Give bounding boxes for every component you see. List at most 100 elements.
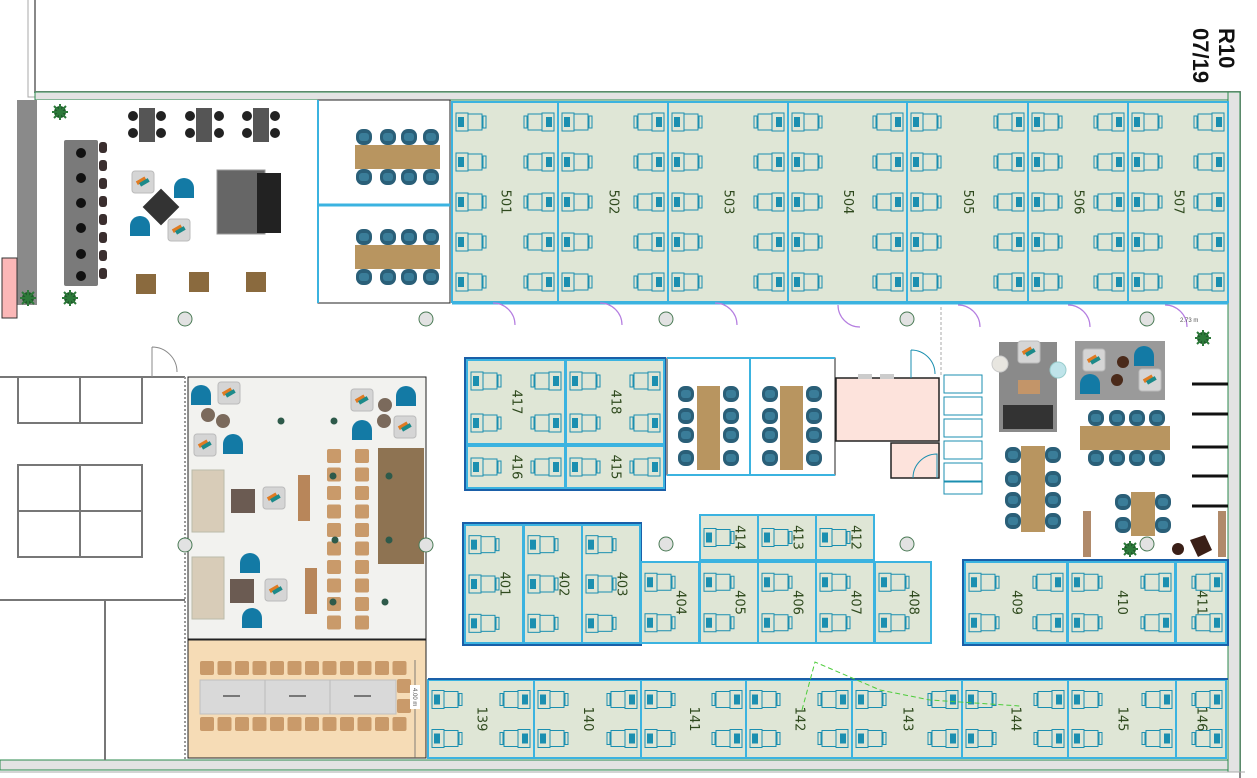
- office-139[interactable]: 139: [427, 679, 535, 759]
- office-floor: [851, 679, 963, 759]
- office-403[interactable]: 403: [581, 524, 641, 644]
- conference-chair-icon: [217, 661, 232, 675]
- office-414[interactable]: 414: [699, 514, 759, 561]
- room-label-412: 412: [848, 525, 863, 550]
- office-141[interactable]: 141: [640, 679, 747, 759]
- office-floor: [874, 561, 932, 644]
- conference-chair-icon: [340, 661, 354, 675]
- office-505[interactable]: 505: [906, 101, 1029, 303]
- office-506[interactable]: 506: [1027, 101, 1129, 303]
- stool-icon: [355, 541, 369, 556]
- room-label-144: 144: [1008, 707, 1023, 732]
- office-502[interactable]: 502: [557, 101, 669, 303]
- office-floor: [533, 679, 642, 759]
- room-label-417: 417: [509, 390, 524, 415]
- office-floor: [964, 561, 1068, 644]
- room-label-140: 140: [580, 707, 595, 732]
- conference-chair-icon: [375, 717, 389, 731]
- room-label-504: 504: [840, 190, 855, 215]
- office-405[interactable]: 405: [699, 561, 759, 644]
- office-floor: [906, 101, 1029, 303]
- room-label-503: 503: [721, 190, 736, 215]
- office-floor: [1175, 679, 1227, 759]
- conference-chair-icon: [235, 717, 249, 731]
- conference-room: 4.00 m: [187, 639, 427, 759]
- room-label-505: 505: [960, 190, 975, 215]
- conference-chair-icon: [357, 717, 372, 731]
- stool-icon: [355, 560, 369, 574]
- door-swings-corridor: [492, 302, 1188, 328]
- stool-icon: [327, 523, 341, 537]
- stool-icon: [355, 578, 369, 593]
- office-411[interactable]: 411: [1175, 561, 1227, 644]
- conference-chair-icon: [392, 717, 407, 731]
- office-406[interactable]: 406: [757, 561, 817, 644]
- office-501[interactable]: 501: [451, 101, 559, 303]
- stool-icon: [327, 541, 341, 556]
- room-label-413: 413: [790, 525, 805, 550]
- office-floor: [640, 679, 747, 759]
- room-label-146: 146: [1194, 707, 1209, 732]
- room-label-501: 501: [498, 190, 513, 215]
- survey-line: [801, 661, 1021, 711]
- office-410[interactable]: 410: [1067, 561, 1176, 644]
- conference-chair-icon: [340, 717, 354, 731]
- office-143[interactable]: 143: [851, 679, 963, 759]
- revision-stamp: R10 07/19: [1187, 28, 1239, 83]
- office-140[interactable]: 140: [533, 679, 642, 759]
- office-floor: [1175, 561, 1227, 644]
- conference-chair-icon: [287, 661, 302, 675]
- office-floor: [961, 679, 1069, 759]
- room-label-502: 502: [606, 190, 621, 215]
- stool-icon: [327, 615, 341, 630]
- room-label-418: 418: [608, 390, 623, 415]
- office-floor: [1067, 679, 1177, 759]
- conference-chair-icon: [322, 661, 337, 675]
- stool-icon: [327, 578, 341, 593]
- office-142[interactable]: 142: [745, 679, 853, 759]
- office-503[interactable]: 503: [667, 101, 789, 303]
- room-label-141: 141: [686, 707, 701, 732]
- stool-icon: [327, 486, 341, 500]
- office-413[interactable]: 413: [757, 514, 817, 561]
- office-409[interactable]: 409: [964, 561, 1068, 644]
- office-415[interactable]: 415: [565, 445, 665, 489]
- office-404[interactable]: 404: [640, 561, 700, 644]
- office-floor: [699, 561, 759, 644]
- office-402[interactable]: 402: [523, 524, 583, 644]
- conference-chair-icon: [305, 717, 319, 731]
- office-504[interactable]: 504: [787, 101, 908, 303]
- office-412[interactable]: 412: [815, 514, 875, 561]
- room-label-407: 407: [848, 590, 863, 615]
- room-label-145: 145: [1115, 707, 1130, 732]
- north-office-row: 501 502 503 504 505 506 507: [451, 101, 1229, 305]
- office-144[interactable]: 144: [961, 679, 1069, 759]
- room-label-411: 411: [1194, 590, 1209, 615]
- stool-icon: [355, 615, 369, 630]
- office-416[interactable]: 416: [466, 445, 566, 489]
- stool-icon: [355, 504, 369, 519]
- office-407[interactable]: 407: [815, 561, 875, 644]
- stool-icon: [355, 486, 369, 500]
- room-label-403: 403: [614, 572, 629, 597]
- office-146[interactable]: 146: [1175, 679, 1227, 759]
- room-label-409: 409: [1009, 590, 1024, 615]
- meeting-rooms-north: [317, 99, 451, 304]
- room-label-506: 506: [1071, 190, 1086, 215]
- office-417[interactable]: 417: [466, 359, 566, 445]
- stool-icon: [355, 523, 369, 537]
- conference-dimension: 4.00 m: [411, 688, 417, 706]
- room-label-414: 414: [732, 525, 747, 550]
- office-408[interactable]: 408: [874, 561, 932, 644]
- stool-icon: [355, 597, 369, 611]
- office-floor: [699, 514, 759, 561]
- revision-date: 07/19: [1188, 28, 1213, 84]
- room-label-408: 408: [906, 590, 921, 615]
- office-145[interactable]: 145: [1067, 679, 1177, 759]
- office-507[interactable]: 507: [1127, 101, 1229, 303]
- office-401[interactable]: 401: [464, 524, 524, 644]
- office-418[interactable]: 418: [565, 359, 665, 445]
